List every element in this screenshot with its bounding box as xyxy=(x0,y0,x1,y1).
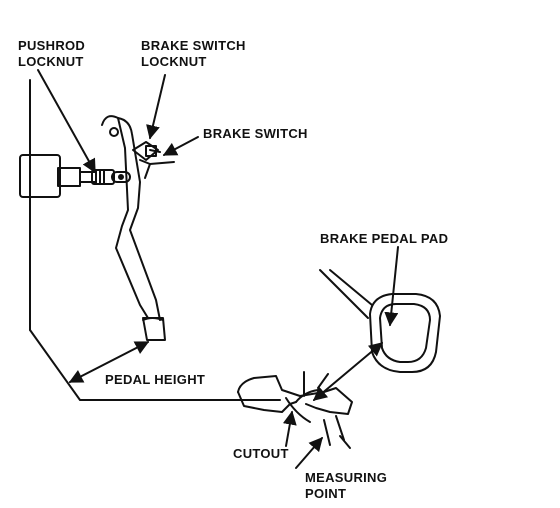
cutout-label: CUTOUT xyxy=(233,446,289,461)
brake-pedal-pad-label: BRAKE PEDAL PAD xyxy=(320,231,449,246)
measuring-point-label: MEASURING POINT xyxy=(305,470,387,502)
pushrod-clevis xyxy=(91,169,131,185)
brake-switch-locknut-line1: BRAKE SWITCH xyxy=(141,38,246,53)
detail-callout-arrows xyxy=(282,246,399,469)
master-cylinder xyxy=(19,154,97,198)
floor-outline xyxy=(29,79,281,401)
pedal-height-label: PEDAL HEIGHT xyxy=(105,372,206,387)
measuring-point-line1: MEASURING xyxy=(305,470,388,485)
callout-arrows xyxy=(37,69,199,383)
cutout-arrow xyxy=(282,410,297,447)
pushrod-locknut-arrow xyxy=(37,69,96,174)
brake-switch-locknut-arrow xyxy=(146,74,166,140)
pedal-pad-detail xyxy=(319,269,441,373)
measuring-point-arrow xyxy=(295,436,323,469)
pushrod-locknut-line2: LOCKNUT xyxy=(18,54,84,69)
measuring-point-line2: POINT xyxy=(305,486,347,501)
brake-switch-locknut-label: BRAKE SWITCH LOCKNUT xyxy=(141,38,246,70)
brake-pedal-pad-arrow xyxy=(384,246,399,327)
pedal-height-arrow xyxy=(68,341,150,383)
brake-switch-arrow xyxy=(162,136,199,156)
pushrod-locknut-line1: PUSHROD xyxy=(18,38,86,53)
brake-switch-locknut-line2: LOCKNUT xyxy=(141,54,207,69)
brake-switch-bracket xyxy=(132,141,175,179)
distance-arrow xyxy=(312,342,384,401)
pushrod-locknut-label: PUSHROD LOCKNUT xyxy=(18,38,85,70)
brake-switch-label: BRAKE SWITCH xyxy=(203,126,308,141)
brake-pedal-arm xyxy=(101,115,166,341)
